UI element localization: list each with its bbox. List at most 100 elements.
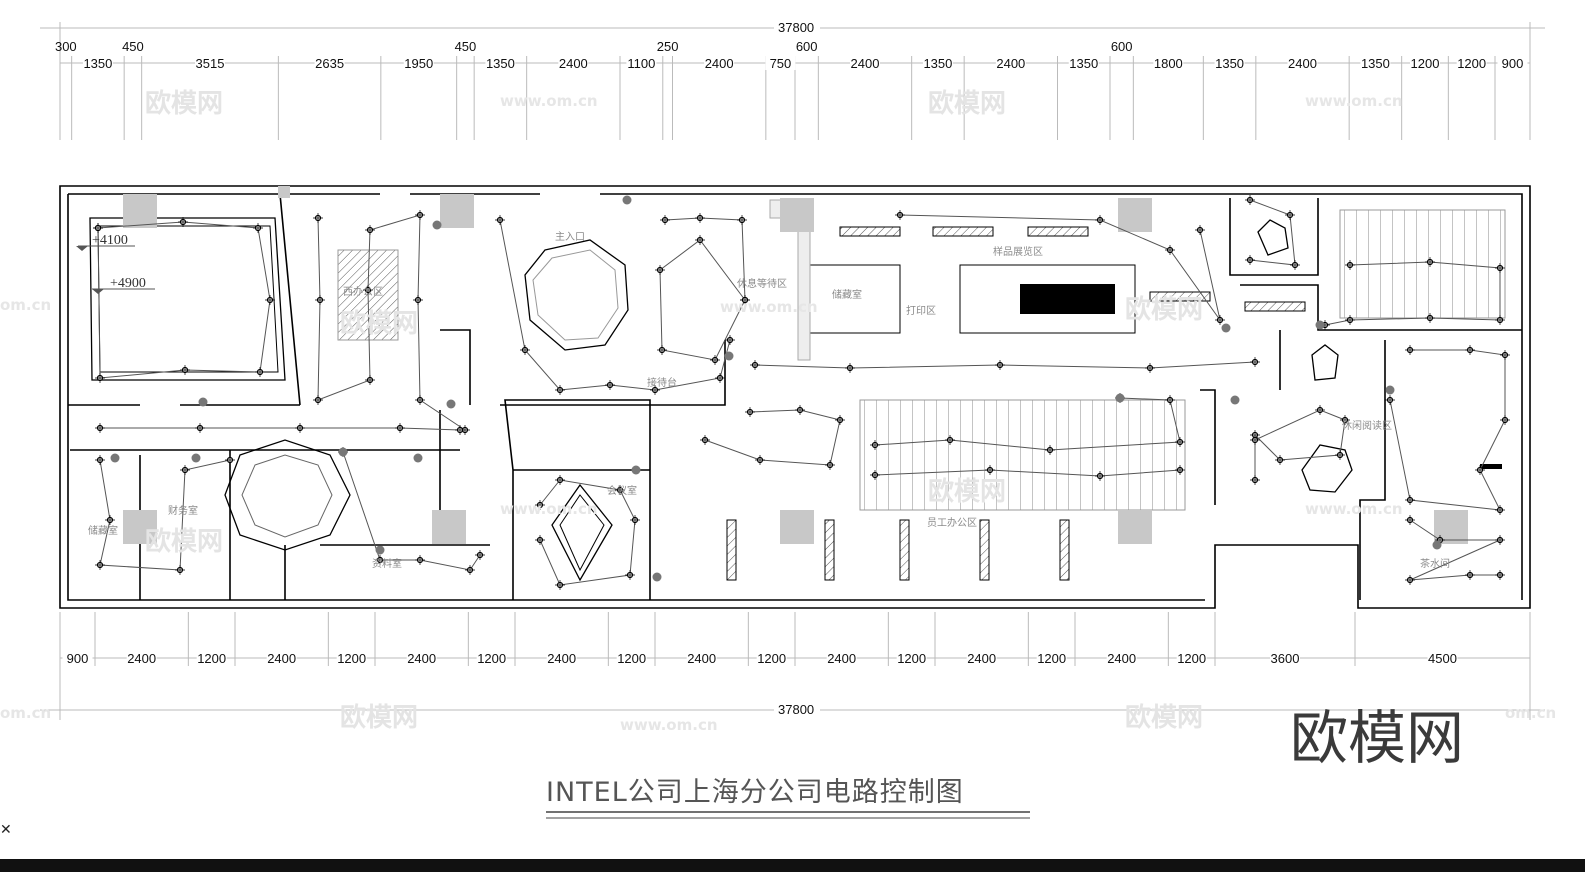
dim-label: 3515 xyxy=(196,56,225,71)
downlight-crosshair xyxy=(1250,475,1260,485)
office-ceiling-grille xyxy=(859,399,1186,511)
downlight-crosshair xyxy=(1405,515,1415,525)
downlight-crosshair xyxy=(1045,445,1055,455)
dim-label: 1200 xyxy=(197,651,226,666)
downlight-crosshair xyxy=(495,215,505,225)
downlight-crosshair xyxy=(1165,245,1175,255)
dim-label: 750 xyxy=(770,56,792,71)
downlight-crosshair xyxy=(870,440,880,450)
dim-label: 2400 xyxy=(687,651,716,666)
room-label-rest-waiting: 休息等待区 xyxy=(737,277,787,290)
switch-icon xyxy=(724,351,734,361)
downlight-crosshair xyxy=(1495,315,1505,325)
downlight-crosshair xyxy=(195,423,205,433)
watermark-url: www.om.cn xyxy=(1305,500,1403,518)
downlight-crosshair xyxy=(1465,570,1475,580)
watermark-brand: 欧模网 xyxy=(340,702,418,733)
downlight-crosshair xyxy=(1250,357,1260,367)
dim-label: 1350 xyxy=(486,56,515,71)
downlight-crosshair xyxy=(313,213,323,223)
dim-label: 450 xyxy=(455,39,477,54)
downlight-crosshair xyxy=(555,475,565,485)
downlight-crosshair xyxy=(700,435,710,445)
switch-icon xyxy=(1115,393,1125,403)
downlight-crosshair xyxy=(415,395,425,405)
downlight-crosshair xyxy=(1315,405,1325,415)
dim-label: 1800 xyxy=(1154,56,1183,71)
downlight-crosshair xyxy=(695,213,705,223)
room-label-storage: 储藏室 xyxy=(832,288,862,301)
dim-label: 1350 xyxy=(1361,56,1390,71)
circuit-wire xyxy=(97,221,271,379)
drawing-title: INTEL公司上海分公司电路控制图 xyxy=(546,777,964,808)
downlight-crosshair xyxy=(1405,345,1415,355)
dim-label: 900 xyxy=(67,651,89,666)
dim-label: 250 xyxy=(657,39,679,54)
switch-icon xyxy=(631,465,641,475)
structural-columns xyxy=(123,186,1468,544)
watermark-brand: 欧模网 xyxy=(145,88,223,119)
watermark-url: om.cn xyxy=(0,296,51,314)
downlight-crosshair xyxy=(1175,437,1185,447)
circuit-wire xyxy=(704,409,841,466)
dim-label: 2400 xyxy=(1107,651,1136,666)
downlight-crosshair xyxy=(657,345,667,355)
display-screen xyxy=(1020,284,1115,314)
switch-icon xyxy=(1315,320,1325,330)
downlight-crosshair xyxy=(535,500,545,510)
downlight-crosshair xyxy=(93,223,103,233)
downlight-crosshair xyxy=(455,425,465,435)
room-label-office: 西办公区 xyxy=(343,285,383,298)
crosshair-icon: ✕ xyxy=(0,822,12,838)
circuit-wire xyxy=(1389,349,1506,511)
switch-icon xyxy=(652,572,662,582)
downlight-crosshair xyxy=(255,367,265,377)
downlight-crosshair xyxy=(695,235,705,245)
elevation-marks: +4100 +4900 xyxy=(76,233,155,294)
circuit-wire xyxy=(499,219,731,391)
brand-logo: 欧模网 xyxy=(1290,704,1464,772)
room-labels: 主入口 休息等待区 储藏室 打印区 样品展览区 接待台 会议室 财务室 储藏室 … xyxy=(88,231,1450,570)
downlight-crosshair xyxy=(1215,315,1225,325)
downlight-crosshair xyxy=(750,360,760,370)
downlight-crosshair xyxy=(1245,195,1255,205)
dim-label: 1350 xyxy=(1215,56,1244,71)
downlight-crosshair xyxy=(740,295,750,305)
downlight-crosshair xyxy=(895,210,905,220)
room-label-reception: 接待台 xyxy=(647,376,677,389)
switch-icon xyxy=(622,195,632,205)
dim-label: 1200 xyxy=(1411,56,1440,71)
dim-label: 2400 xyxy=(827,651,856,666)
fixtures xyxy=(224,199,1506,582)
downlight-crosshair xyxy=(1500,350,1510,360)
downlight-crosshair xyxy=(1405,495,1415,505)
downlight-crosshair xyxy=(475,550,485,560)
downlight-crosshair xyxy=(363,285,373,295)
downlight-crosshair xyxy=(1275,455,1285,465)
downlight-crosshair xyxy=(95,373,105,383)
room-label-storage: 储藏室 xyxy=(88,524,118,537)
dim-label: 1100 xyxy=(627,56,655,71)
dim-label: 1200 xyxy=(1177,651,1206,666)
downlight-crosshair xyxy=(725,335,735,345)
downlight-crosshair xyxy=(1095,215,1105,225)
downlight-crosshair xyxy=(615,485,625,495)
watermark-url: www.om.cn xyxy=(1305,92,1403,110)
downlight-crosshair xyxy=(180,365,190,375)
room-label-staff-office: 员工办公区 xyxy=(927,516,977,529)
downlight-crosshair xyxy=(1165,395,1175,405)
downlight-crosshair xyxy=(253,223,263,233)
circuit-wire xyxy=(874,469,1181,477)
downlight-crosshair xyxy=(625,570,635,580)
dim-label: 2400 xyxy=(851,56,880,71)
downlight-crosshair xyxy=(1425,313,1435,323)
downlight-crosshair xyxy=(995,360,1005,370)
switch-icon xyxy=(1221,323,1231,333)
switch-icon xyxy=(198,397,208,407)
watermark-brand: 欧模网 xyxy=(340,308,418,339)
downlight-crosshair xyxy=(825,460,835,470)
downlight-crosshair xyxy=(315,295,325,305)
downlight-crosshair xyxy=(715,373,725,383)
